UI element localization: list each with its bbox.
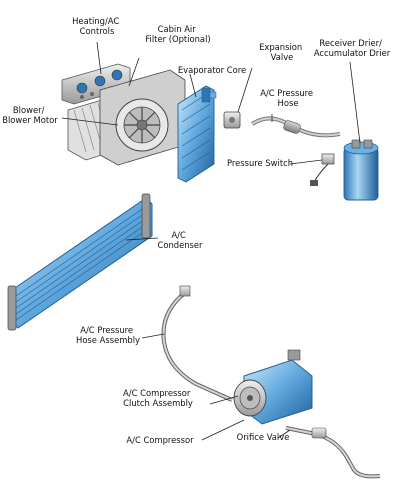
label-ac-pressure-hose: A/C Pressure Hose xyxy=(260,88,316,108)
label-evaporator-core: Evaporator Core xyxy=(178,65,246,75)
ac-compressor xyxy=(233,349,313,425)
label-ac-compressor: A/C Compressor xyxy=(126,435,194,445)
label-ac-compressor-clutch-assembly: A/C Compressor Clutch Assembly xyxy=(123,388,193,408)
ac-pressure-hose-top xyxy=(250,116,341,138)
label-expansion-valve: Expansion Valve xyxy=(259,42,305,62)
label-blower-motor: Blower/ Blower Motor xyxy=(2,105,58,125)
ac-pressure-hose-assembly xyxy=(161,285,233,402)
label-orifice-valve: Orifice Valve xyxy=(237,432,290,442)
evaporator-core xyxy=(177,85,217,183)
orifice-valve xyxy=(285,426,381,479)
label-heating-ac-controls: Heating/AC Controls xyxy=(72,16,122,36)
label-ac-condenser: A/C Condenser xyxy=(157,230,203,250)
label-cabin-air-filter: Cabin Air Filter (Optional) xyxy=(145,24,210,44)
expansion-valve xyxy=(223,111,241,129)
heating-ac-controls-panel xyxy=(61,63,131,105)
label-pressure-switch: Pressure Switch xyxy=(227,158,293,168)
leader-lines xyxy=(61,41,361,441)
blower-motor xyxy=(99,69,186,166)
ac-condenser xyxy=(7,193,153,331)
label-ac-pressure-hose-assembly: A/C Pressure Hose Assembly xyxy=(76,325,140,345)
receiver-drier xyxy=(343,139,379,201)
label-receiver-drier: Receiver Drier/ Accumulator Drier xyxy=(314,38,391,58)
pressure-switch xyxy=(310,153,335,186)
